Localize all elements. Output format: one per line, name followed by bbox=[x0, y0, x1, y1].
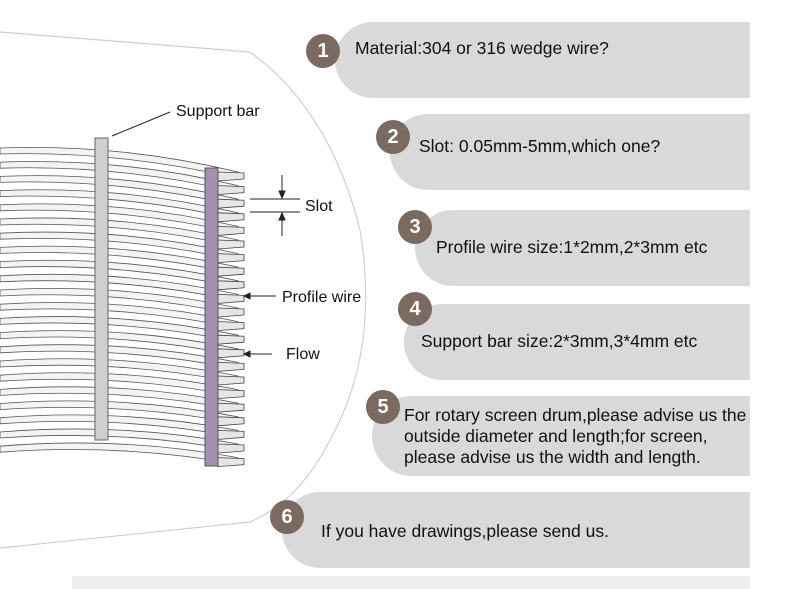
profile-wire-tooth bbox=[217, 416, 245, 427]
profile-wire-tooth bbox=[217, 225, 245, 236]
step-4-badge: 4 bbox=[398, 292, 432, 326]
purple-support-bar bbox=[204, 167, 219, 467]
profile-wire-tooth bbox=[217, 266, 245, 277]
step-4-text: Support bar size:2*3mm,3*4mm etc bbox=[421, 331, 698, 351]
profile-wire-label: Profile wire bbox=[282, 289, 362, 306]
profile-wire-tooth bbox=[217, 429, 245, 440]
profile-wire-tooth bbox=[217, 457, 245, 468]
step-5-panel bbox=[372, 396, 750, 476]
step-1-badge: 1 bbox=[306, 34, 340, 68]
profile-wire-tooth bbox=[217, 375, 245, 386]
profile-wire-tooth bbox=[217, 198, 245, 209]
slot-marker bbox=[250, 175, 300, 236]
step-1-text: Material:304 or 316 wedge wire? bbox=[355, 38, 609, 58]
bottom-strip bbox=[72, 576, 750, 589]
profile-wire-tooth bbox=[217, 443, 245, 454]
step-6-text: If you have drawings,please send us. bbox=[321, 521, 609, 541]
profile-wire-tooth bbox=[217, 280, 245, 291]
flow-label: Flow bbox=[286, 346, 320, 363]
profile-wire-tooth bbox=[217, 185, 245, 196]
step-4-panel bbox=[404, 304, 750, 380]
profile-wires bbox=[0, 146, 245, 468]
step-2-text: Slot: 0.05mm-5mm,which one? bbox=[419, 136, 661, 156]
profile-wire-tooth bbox=[217, 334, 245, 345]
profile-wire-tooth bbox=[217, 307, 245, 318]
slot-label: Slot bbox=[305, 198, 333, 215]
profile-wire-tooth bbox=[217, 293, 245, 304]
step-2-panel bbox=[390, 114, 750, 190]
profile-wire bbox=[0, 442, 241, 466]
step-3-panel bbox=[415, 210, 750, 286]
step-6-panel bbox=[282, 492, 750, 568]
step-1-panel bbox=[335, 22, 750, 98]
profile-wire-tooth bbox=[217, 361, 245, 372]
profile-wire-tooth bbox=[217, 253, 245, 264]
support-bar bbox=[94, 137, 109, 441]
profile-wire-tooth bbox=[217, 389, 245, 400]
profile-wire-tooth bbox=[217, 212, 245, 223]
profile-wire-tooth bbox=[217, 239, 245, 250]
step-3-text: Profile wire size:1*2mm,2*3mm etc bbox=[436, 237, 708, 257]
support-bar-label: Support bar bbox=[176, 103, 260, 120]
support-bar-pointer bbox=[111, 111, 171, 137]
step-5-text: For rotary screen drum,please advise us … bbox=[404, 405, 747, 467]
step-5-badge: 5 bbox=[366, 390, 400, 424]
profile-wire-tooth bbox=[217, 402, 245, 413]
profile-wire-tooth bbox=[217, 171, 245, 182]
profile-wire-arrow bbox=[242, 292, 276, 300]
step-2-badge: 2 bbox=[376, 120, 410, 154]
drum-outline bbox=[0, 31, 367, 549]
profile-wire-tooth bbox=[217, 321, 245, 332]
step-6-badge: 6 bbox=[270, 500, 304, 534]
step-3-badge: 3 bbox=[398, 210, 432, 244]
flow-arrow bbox=[242, 350, 272, 358]
profile-wire-tooth bbox=[217, 348, 245, 359]
